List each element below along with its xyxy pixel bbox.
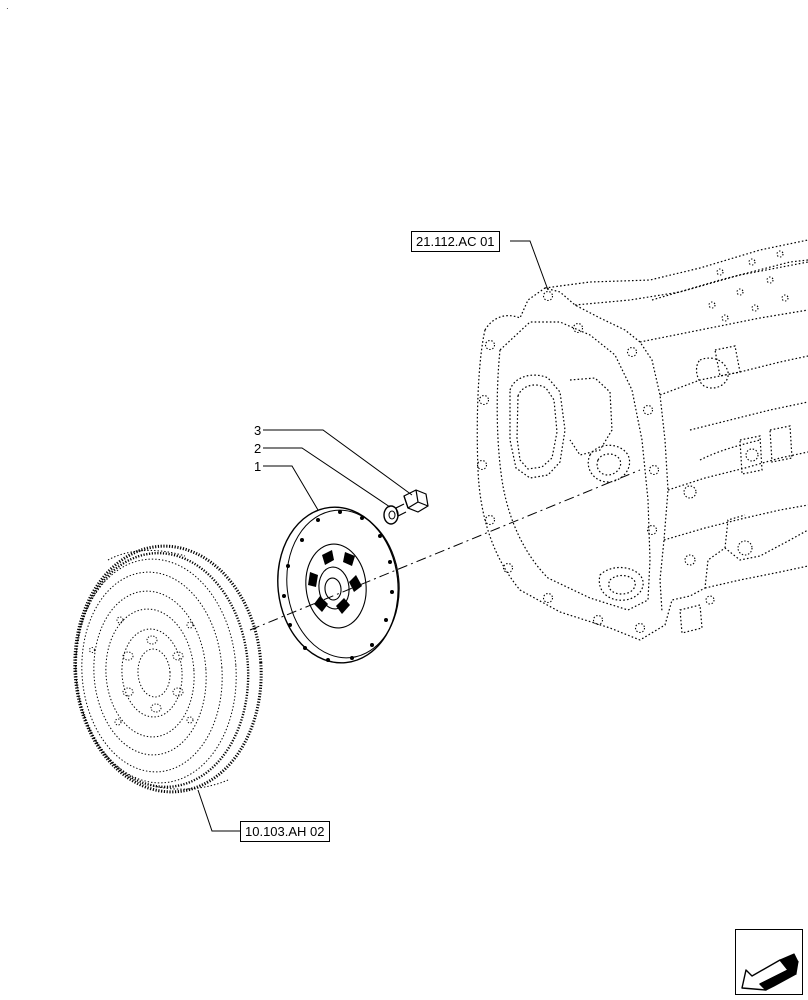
callout-number-washer[interactable]: 2 — [254, 441, 262, 456]
callout-number-bolt[interactable]: 3 — [254, 423, 262, 438]
previous-page-arrow-icon — [741, 953, 799, 991]
flywheel-reference-label[interactable]: 10.103.AH 02 — [240, 821, 330, 842]
callout-number-clutch-disc[interactable]: 1 — [254, 459, 262, 474]
previous-page-button[interactable] — [735, 929, 803, 995]
callout-leaders — [197, 240, 549, 832]
corner-mark: · — [6, 4, 9, 13]
clutch-disc — [277, 506, 400, 664]
housing-bolt-holes — [476, 250, 789, 634]
transmission-housing — [476, 239, 808, 641]
flywheel — [73, 544, 263, 794]
transmission-reference-label[interactable]: 21.112.AC 01 — [411, 231, 500, 252]
bolt — [395, 489, 429, 517]
